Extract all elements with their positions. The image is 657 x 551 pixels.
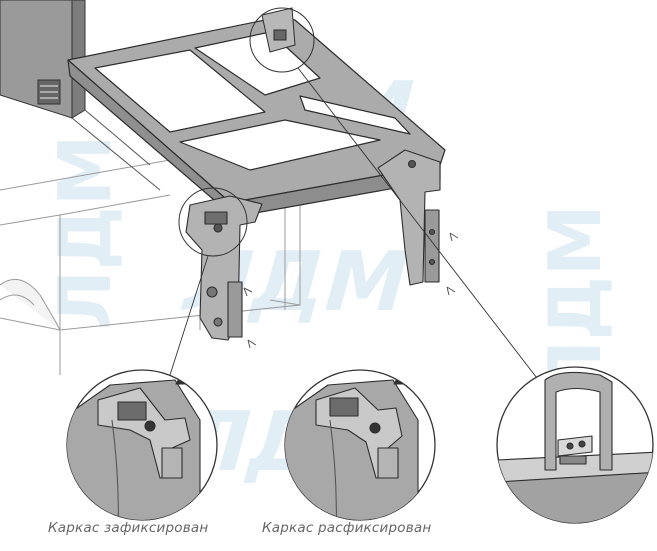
detail-circle-top-hinge <box>496 366 654 524</box>
detail-circle-unfixed <box>284 369 436 521</box>
right-hinge-bracket <box>377 149 441 286</box>
pointer-arrows <box>243 232 459 349</box>
caption-fixed: Каркас зафиксирован <box>48 520 209 536</box>
caption-unfixed: Каркас расфиксирован <box>262 520 432 536</box>
zoom-markers <box>178 7 315 257</box>
detail-circle-fixed <box>66 369 218 521</box>
leader-lines <box>169 67 541 383</box>
top-hinge-detail <box>261 7 296 53</box>
pull-out-frame <box>67 17 446 215</box>
left-hinge-bracket <box>185 195 263 341</box>
watermark-left: ЛДМ <box>43 134 127 330</box>
